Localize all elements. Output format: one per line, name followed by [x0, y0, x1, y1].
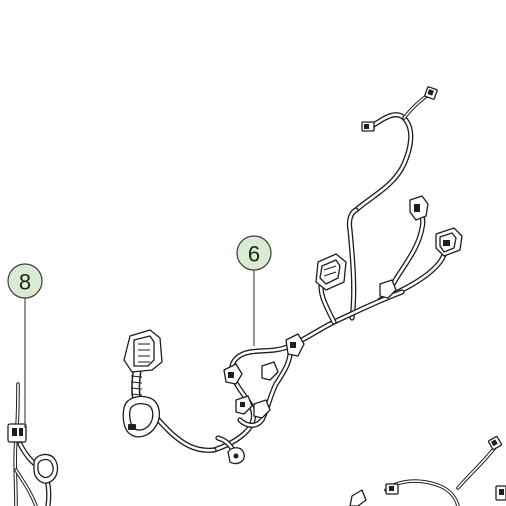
- clip: [261, 361, 279, 381]
- clip: [223, 363, 243, 385]
- connector-top: [424, 86, 438, 100]
- connector-top-left: [361, 121, 375, 132]
- callout-6-label: 6: [248, 242, 260, 267]
- callout-8: 8: [7, 263, 43, 428]
- harness-6: [122, 86, 463, 465]
- clip: [235, 395, 253, 415]
- grommet: [122, 395, 161, 438]
- connector-right: [435, 227, 463, 257]
- connector-br: [487, 435, 503, 451]
- harness-partial: [349, 435, 506, 506]
- round-connector-8: [33, 453, 59, 484]
- connector-8: [7, 423, 27, 443]
- clip-br: [349, 489, 367, 506]
- clip: [379, 279, 397, 299]
- large-connector: [123, 329, 163, 373]
- connector-center: [315, 253, 347, 291]
- callout-8-label: 8: [19, 270, 31, 295]
- connector-edge: [495, 485, 506, 501]
- clip: [227, 447, 245, 465]
- clip: [253, 399, 271, 419]
- connector-br2: [385, 483, 399, 495]
- harness-8: [7, 382, 59, 506]
- callout-6: 6: [236, 235, 272, 346]
- clip: [285, 333, 305, 357]
- connector-upper-right: [409, 195, 429, 221]
